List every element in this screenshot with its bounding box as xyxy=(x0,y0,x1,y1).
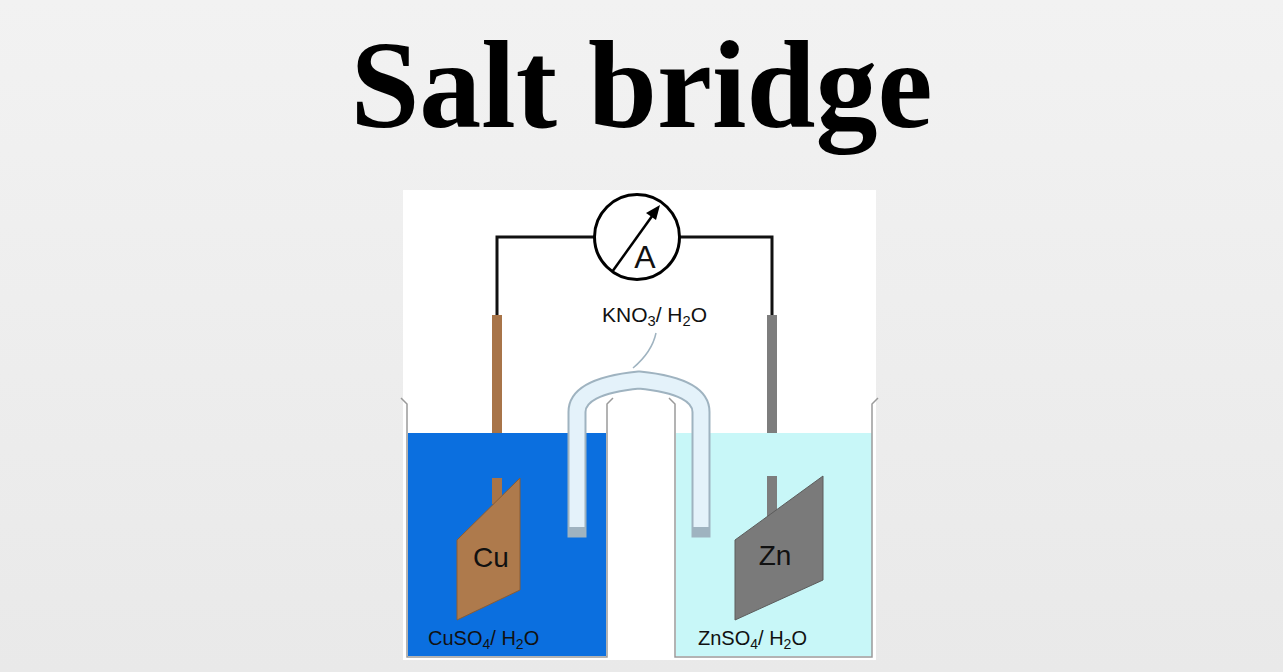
zinc-sulfate-solution: ZnSO4/ H2O Zn xyxy=(676,433,872,656)
zinc-electrode: Zn xyxy=(733,476,825,622)
ammeter: A xyxy=(593,193,681,281)
part-label: Cu xyxy=(473,541,509,575)
white-panel xyxy=(403,190,876,660)
salt-bridge-label: KNO3/ H2O xyxy=(602,302,707,327)
leader-line xyxy=(633,333,656,368)
part-label: Zn xyxy=(759,539,792,573)
beaker-outlines xyxy=(401,398,878,657)
solution-label: ZnSO4/ H2O xyxy=(698,626,807,650)
right-beaker xyxy=(669,398,878,657)
left-beaker xyxy=(401,398,613,657)
copper-sulfate-solution: CuSO4/ H2O Cu xyxy=(408,433,606,656)
copper-electrode: Cu xyxy=(455,478,522,622)
solution-label: CuSO4/ H2O xyxy=(428,626,539,650)
salt-bridge-tube xyxy=(577,380,701,528)
part-label: A xyxy=(634,238,655,276)
title: Salt bridge xyxy=(0,24,1283,148)
